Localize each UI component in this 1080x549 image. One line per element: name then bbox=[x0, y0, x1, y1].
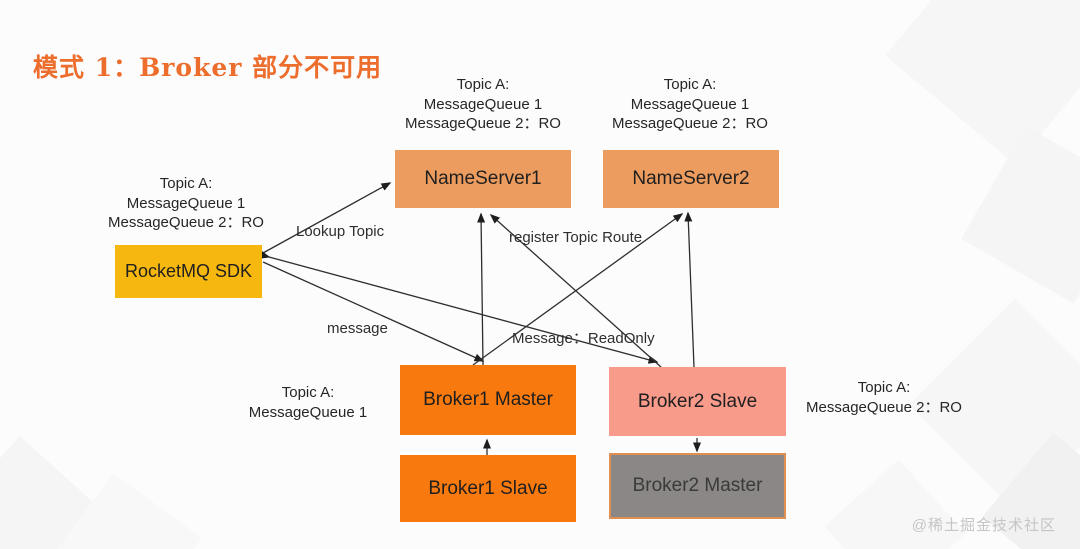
edge-label-message-readonly: Message：ReadOnly bbox=[512, 330, 655, 347]
node-label: NameServer2 bbox=[632, 168, 750, 189]
node-broker2-slave: Broker2 Slave bbox=[609, 367, 786, 436]
topic-label-broker1-master: Topic A: MessageQueue 1 bbox=[248, 384, 368, 421]
node-broker1-slave: Broker1 Slave bbox=[400, 455, 576, 522]
node-label: Broker2 Master bbox=[632, 475, 763, 496]
edge-label-message: message bbox=[327, 320, 388, 337]
edge-message bbox=[262, 261, 485, 362]
node-label: NameServer1 bbox=[424, 168, 542, 189]
edge-label-lookup-topic: Lookup Topic bbox=[296, 223, 385, 240]
edge-broker2-register-ns2 bbox=[684, 211, 695, 368]
node-broker1-master: Broker1 Master bbox=[400, 365, 576, 435]
topic-label-above-nameserver1: Topic A: MessageQueue 1 MessageQueue 2：R… bbox=[405, 76, 561, 132]
page-title: 模式 1：Broker 部分不可用 bbox=[33, 53, 383, 82]
node-label: RocketMQ SDK bbox=[124, 261, 253, 281]
node-rocketmq-sdk: RocketMQ SDK bbox=[115, 245, 262, 298]
topic-label-broker2-slave: Topic A: MessageQueue 2：RO bbox=[806, 379, 962, 416]
node-nameserver1: NameServer1 bbox=[395, 150, 571, 208]
topic-label-above-sdk: Topic A: MessageQueue 1 MessageQueue 2：R… bbox=[108, 175, 264, 231]
node-label: Broker2 Slave bbox=[637, 390, 758, 412]
node-label: Broker1 Master bbox=[423, 389, 553, 410]
edge-broker1-register-ns1 bbox=[477, 212, 486, 366]
watermark: @稀土掘金技术社区 bbox=[911, 517, 1056, 534]
edge-label-register-topic-route: register Topic Route bbox=[509, 229, 643, 246]
background-diamond bbox=[824, 459, 966, 549]
node-label: Broker1 Slave bbox=[428, 477, 548, 499]
node-nameserver2: NameServer2 bbox=[603, 150, 779, 208]
topic-label-above-nameserver2: Topic A: MessageQueue 1 MessageQueue 2：R… bbox=[612, 76, 768, 132]
node-broker2-master: Broker2 Master bbox=[609, 453, 786, 519]
background-diamond bbox=[961, 126, 1080, 304]
